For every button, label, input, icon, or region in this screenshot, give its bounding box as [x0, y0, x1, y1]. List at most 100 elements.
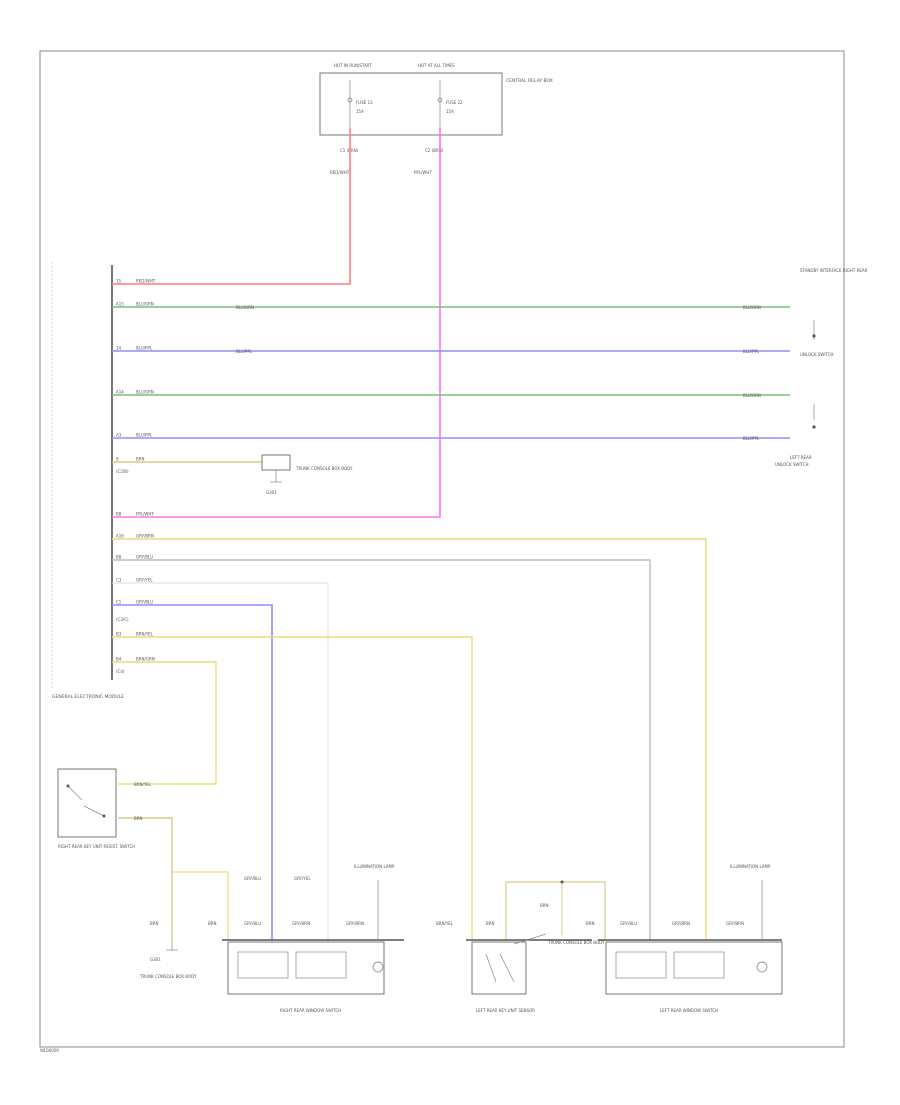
rr-pin-3: GRY/BLU — [244, 921, 261, 926]
module-pin-number: 9 — [116, 457, 119, 462]
module-pin-wire: PPL/WHT — [136, 512, 154, 517]
right-wire-label-3: BLU/GRN — [743, 393, 761, 398]
right-bottom-sub: UNLOCK SWITCH — [775, 462, 809, 467]
diagram-frame — [39, 50, 845, 1048]
rr-switch-element-2 — [295, 951, 347, 979]
fuse-left-symbol — [347, 97, 353, 103]
fuse-right-rating: 15A — [446, 109, 454, 114]
fuse-wire-left-label: RED/WHT — [330, 170, 350, 175]
lr-pin-2: GRY/BLU — [620, 921, 637, 926]
module-pin-number: C3 — [116, 578, 122, 583]
wire-brn-switch — [118, 817, 173, 940]
lr-sensor-pin-2: BRN — [486, 921, 495, 926]
connector-right-label: C2 (BRN) — [425, 148, 444, 153]
mid-wire-label-1: BLU/GRN — [236, 305, 254, 310]
right-bottom-title: LEFT REAR — [790, 455, 812, 460]
ground-mid-label: TRUNK CONSOLE BOX BODY — [295, 466, 353, 471]
module-connector-note: (C4) — [116, 669, 125, 674]
lr-switch-element-2 — [673, 951, 725, 979]
module-pin-wire: BLU/GRN — [136, 302, 154, 307]
wire-gry-brn — [112, 538, 707, 940]
ground-connector-box — [261, 454, 291, 471]
lr-sensor-contact-2 — [499, 953, 515, 983]
module-connector-note: (C3/C) — [116, 617, 129, 622]
key-switch-label: RIGHT REAR KEY UNIT RESIST. SWITCH — [58, 844, 135, 849]
wire-brn-yel — [112, 636, 473, 940]
wire-gry-blu-2 — [112, 604, 273, 940]
key-switch-pivot-2 — [102, 814, 106, 818]
fuse-left-rating: 15A — [356, 109, 364, 114]
wire-sensor-loop — [505, 881, 606, 940]
key-switch-wire-2: BRN — [134, 816, 143, 821]
module-pin-number: C1 — [116, 600, 122, 605]
module-name: GENERAL ELECTRONIC MODULE — [52, 694, 124, 700]
module-pin-wire: BRN/GRN — [136, 657, 155, 662]
key-switch-box — [57, 768, 117, 838]
lr-pin-3: GRY/BRN — [672, 921, 690, 926]
left-rear-key-sensor: LEFT REAR KEY UNIT SENSOR BRN/YEL BRN BR… — [436, 880, 605, 1013]
module-pin-number: 15 — [116, 279, 122, 284]
footer-code: WL00000 — [40, 1048, 59, 1053]
key-switch-wire-1: BRN/YEL — [134, 782, 152, 787]
fuse-left-name: FUSE 13 — [356, 100, 373, 105]
module-pin-number: 14 — [116, 346, 122, 351]
lr-sensor-box — [471, 941, 527, 995]
right-top-title: STANDBY INTERFACE RIGHT REAR — [800, 268, 868, 273]
lr-sensor-wire: BRN — [540, 903, 549, 908]
right-top-contact-dot — [812, 334, 816, 338]
module-pin-number: A14 — [116, 390, 124, 395]
module-pin-number: B8 — [116, 555, 122, 560]
module-pin-number: B4 — [116, 657, 122, 662]
bottom-ground-label: TRUNK CONSOLE BOX BODY — [139, 974, 197, 979]
lr-switch-element-1 — [615, 951, 667, 979]
mid-wire-label-2: BLU/PPL — [236, 349, 253, 354]
lr-switch-title: LEFT REAR WINDOW SWITCH — [660, 1008, 718, 1013]
lr-lamp-icon — [756, 961, 768, 973]
left-rear-window-switch: LEFT REAR WINDOW SWITCH BRN GRY/BLU GRY/… — [586, 864, 783, 1013]
module-pin-wire: BLU/GRN — [136, 390, 154, 395]
relay-box-title: CENTRAL RELAY BOX — [506, 78, 553, 84]
rr-switch-box — [227, 941, 385, 995]
module-pin-number: B8 — [116, 512, 122, 517]
lr-pin-1: BRN — [586, 921, 595, 926]
right-rear-unlock-switch: STANDBY INTERFACE RIGHT REAR UNLOCK SWIT… — [800, 268, 868, 357]
module-pin-wire: BLU/PPL — [136, 346, 153, 351]
key-switch-contact-2 — [83, 805, 105, 817]
rr-lamp-icon — [372, 961, 384, 973]
rr-wire-2: GRY/YEL — [294, 876, 311, 881]
fuse-left-header: HOT IN RUN/START — [334, 63, 372, 68]
wire-gry-blu — [112, 559, 651, 940]
fuse-wire-right-label: PPL/WHT — [414, 170, 432, 175]
module-pin-wire: RED/WHT — [136, 279, 156, 284]
wire-layer — [112, 128, 790, 940]
fuse-right-symbol — [437, 97, 443, 103]
rr-pin-2: BRN — [208, 921, 217, 926]
module-pin-wire: GRY/BLU — [136, 600, 153, 605]
lr-sensor-contact-1 — [485, 953, 497, 983]
rr-switch-title: RIGHT REAR WINDOW SWITCH — [280, 1008, 341, 1013]
fuse-right-name: FUSE 22 — [446, 100, 463, 105]
module-pin-wire: GRY/BLU — [136, 555, 153, 560]
wire-ppl-wht — [112, 128, 441, 518]
right-bottom-contact-dot — [812, 425, 816, 429]
ground-mid-code: G301 — [266, 490, 277, 495]
rr-wire-1: GRY/BLU — [244, 876, 261, 881]
lr-switch-box — [605, 941, 783, 995]
bottom-ground-code: G301 — [150, 957, 161, 962]
right-wire-label-1: BLU/GRN — [743, 305, 761, 310]
wire-brn-branch — [172, 871, 229, 940]
wire-red-wht — [112, 128, 351, 285]
bottom-ground-left: G301 TRUNK CONSOLE BOX BODY — [139, 940, 197, 979]
rr-pin-1: BRN — [150, 921, 159, 926]
lr-sensor-title: LEFT REAR KEY UNIT SENSOR — [476, 1008, 535, 1013]
module-pin-number: A15 — [116, 302, 124, 307]
module-pin-wire: GRY/BRN — [136, 534, 154, 539]
right-wire-label-4: BLU/PPL — [743, 436, 760, 441]
right-wire-label-2: BLU/PPL — [743, 349, 760, 354]
right-top-sub: UNLOCK SWITCH — [800, 352, 834, 357]
right-rear-key-switch: RIGHT REAR KEY UNIT RESIST. SWITCH BRN/Y… — [57, 768, 152, 849]
module-pin-wire: GRY/YEL — [136, 578, 153, 583]
module-connector-note: (C2/B) — [116, 469, 129, 474]
